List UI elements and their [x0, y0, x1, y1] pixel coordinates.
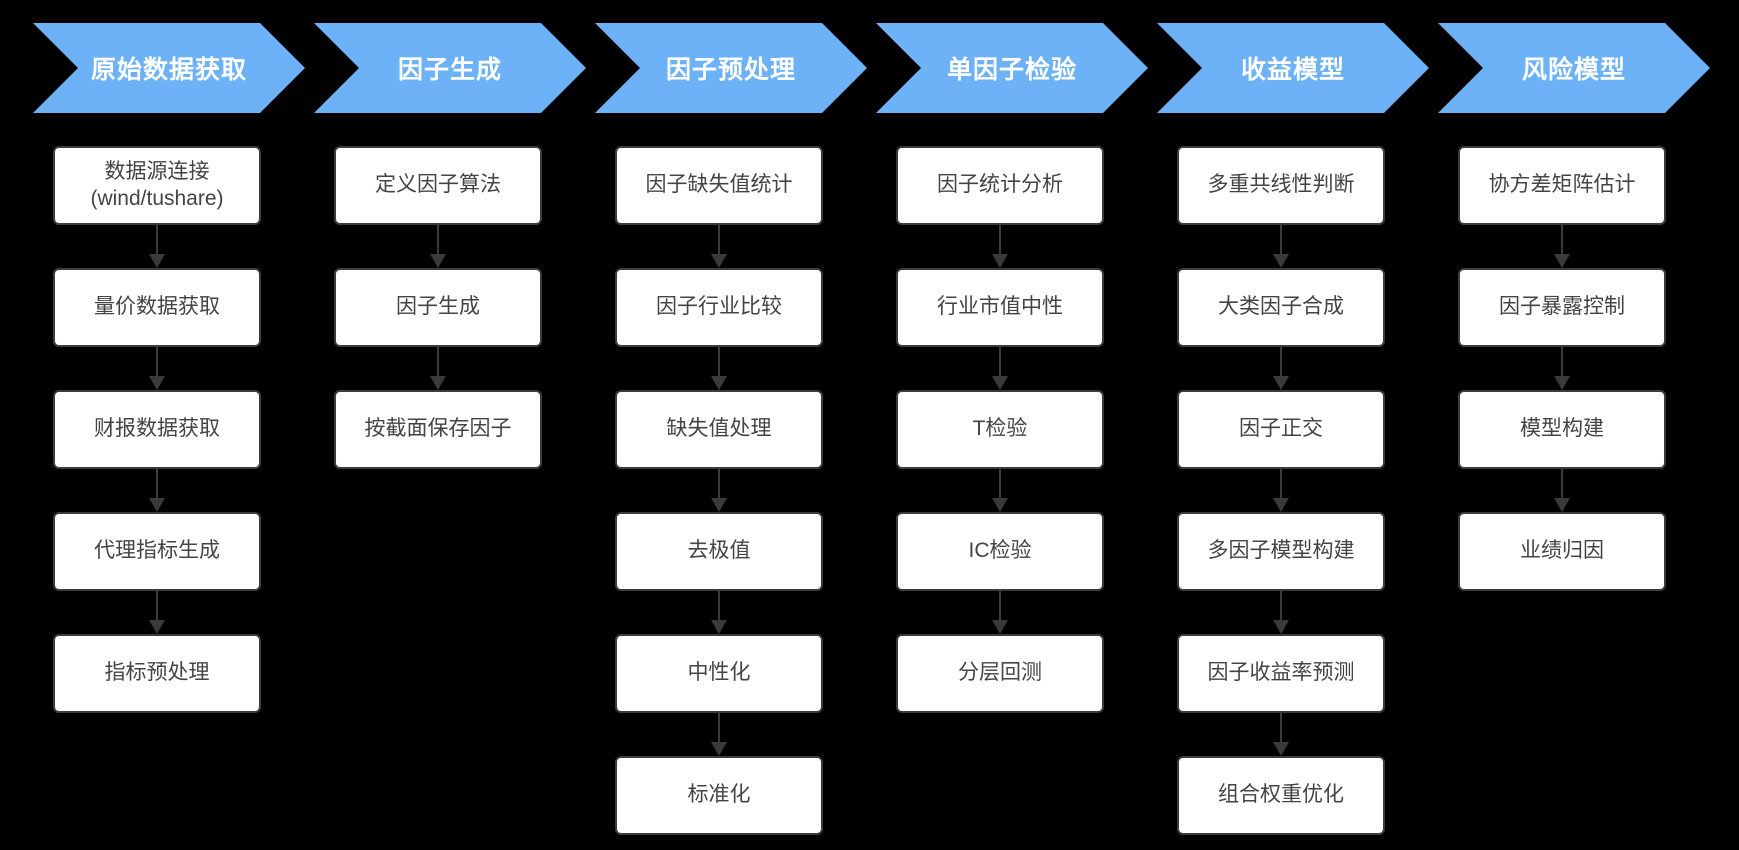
stage-5-step-1-box: 因子暴露控制	[1458, 268, 1666, 347]
arrow-line	[1280, 347, 1282, 377]
stage-3-step-0-box: 因子统计分析	[896, 146, 1104, 225]
arrow-line	[1561, 469, 1563, 499]
stage-0-step-3-box: 代理指标生成	[53, 512, 261, 591]
stage-4-step-5-box: 组合权重优化	[1177, 756, 1385, 835]
stage-4-step-4-box: 因子收益率预测	[1177, 634, 1385, 713]
stage-4-header: 收益模型	[1157, 23, 1429, 113]
arrow-line	[718, 591, 720, 621]
arrow-down-icon	[1273, 742, 1289, 756]
stage-3-step-1-box: 行业市值中性	[896, 268, 1104, 347]
stage-2-step-3-box: 去极值	[615, 512, 823, 591]
stage-4-step-0-box: 多重共线性判断	[1177, 146, 1385, 225]
stage-1-header-label: 因子生成	[397, 56, 502, 84]
arrow-line	[718, 225, 720, 255]
stage-3-step-2-box: T检验	[896, 390, 1104, 469]
arrow-line	[999, 469, 1001, 499]
arrow-line	[1561, 225, 1563, 255]
stage-0-step-2-box: 财报数据获取	[53, 390, 261, 469]
arrow-line	[156, 469, 158, 499]
stage-2-header-label: 因子预处理	[665, 56, 796, 84]
stage-3-header-label: 单因子检验	[946, 56, 1077, 84]
stage-2-step-5-box: 标准化	[615, 756, 823, 835]
stage-4-step-3-box: 多因子模型构建	[1177, 512, 1385, 591]
arrow-down-icon	[711, 620, 727, 634]
stage-0-header: 原始数据获取	[33, 23, 305, 113]
stage-0-header-label: 原始数据获取	[90, 56, 247, 84]
stage-4-step-2-box: 因子正交	[1177, 390, 1385, 469]
stage-5-header: 风险模型	[1438, 23, 1710, 113]
arrow-down-icon	[1554, 498, 1570, 512]
arrow-line	[999, 225, 1001, 255]
stage-5-header-label: 风险模型	[1521, 56, 1626, 84]
arrow-line	[718, 347, 720, 377]
arrow-down-icon	[149, 498, 165, 512]
arrow-line	[999, 347, 1001, 377]
arrow-line	[437, 225, 439, 255]
stage-2-header: 因子预处理	[595, 23, 867, 113]
arrow-down-icon	[1273, 498, 1289, 512]
arrow-line	[1280, 713, 1282, 743]
stage-1-step-2-box: 按截面保存因子	[334, 390, 542, 469]
arrow-line	[156, 225, 158, 255]
arrow-down-icon	[1273, 620, 1289, 634]
arrow-line	[718, 713, 720, 743]
arrow-down-icon	[149, 254, 165, 268]
arrow-down-icon	[149, 376, 165, 390]
stage-4-step-1-box: 大类因子合成	[1177, 268, 1385, 347]
stage-2-step-0-box: 因子缺失值统计	[615, 146, 823, 225]
arrow-down-icon	[711, 498, 727, 512]
arrow-down-icon	[430, 254, 446, 268]
arrow-down-icon	[1554, 254, 1570, 268]
arrow-down-icon	[1273, 376, 1289, 390]
stage-2-step-4-box: 中性化	[615, 634, 823, 713]
arrow-down-icon	[992, 498, 1008, 512]
arrow-down-icon	[1554, 376, 1570, 390]
arrow-down-icon	[430, 376, 446, 390]
arrow-down-icon	[992, 254, 1008, 268]
stage-1-header: 因子生成	[314, 23, 586, 113]
stage-5-step-0-box: 协方差矩阵估计	[1458, 146, 1666, 225]
arrow-line	[1561, 347, 1563, 377]
stage-1-step-1-box: 因子生成	[334, 268, 542, 347]
stage-3-step-4-box: 分层回测	[896, 634, 1104, 713]
stage-1-step-0-box: 定义因子算法	[334, 146, 542, 225]
arrow-line	[1280, 591, 1282, 621]
arrow-line	[1280, 469, 1282, 499]
arrow-down-icon	[992, 620, 1008, 634]
stage-3-header: 单因子检验	[876, 23, 1148, 113]
arrow-line	[1280, 225, 1282, 255]
stage-3-step-3-box: IC检验	[896, 512, 1104, 591]
arrow-line	[999, 591, 1001, 621]
arrow-down-icon	[711, 254, 727, 268]
stage-2-step-2-box: 缺失值处理	[615, 390, 823, 469]
arrow-line	[156, 347, 158, 377]
arrow-line	[156, 591, 158, 621]
arrow-down-icon	[711, 742, 727, 756]
stage-0-step-0-box: 数据源连接 (wind/tushare)	[53, 146, 261, 225]
arrow-line	[718, 469, 720, 499]
stage-4-header-label: 收益模型	[1240, 56, 1345, 84]
arrow-line	[437, 347, 439, 377]
stage-0-step-4-box: 指标预处理	[53, 634, 261, 713]
arrow-down-icon	[1273, 254, 1289, 268]
arrow-down-icon	[149, 620, 165, 634]
arrow-down-icon	[711, 376, 727, 390]
arrow-down-icon	[992, 376, 1008, 390]
stage-5-step-3-box: 业绩归因	[1458, 512, 1666, 591]
stage-0-step-1-box: 量价数据获取	[53, 268, 261, 347]
stage-5-step-2-box: 模型构建	[1458, 390, 1666, 469]
stage-2-step-1-box: 因子行业比较	[615, 268, 823, 347]
